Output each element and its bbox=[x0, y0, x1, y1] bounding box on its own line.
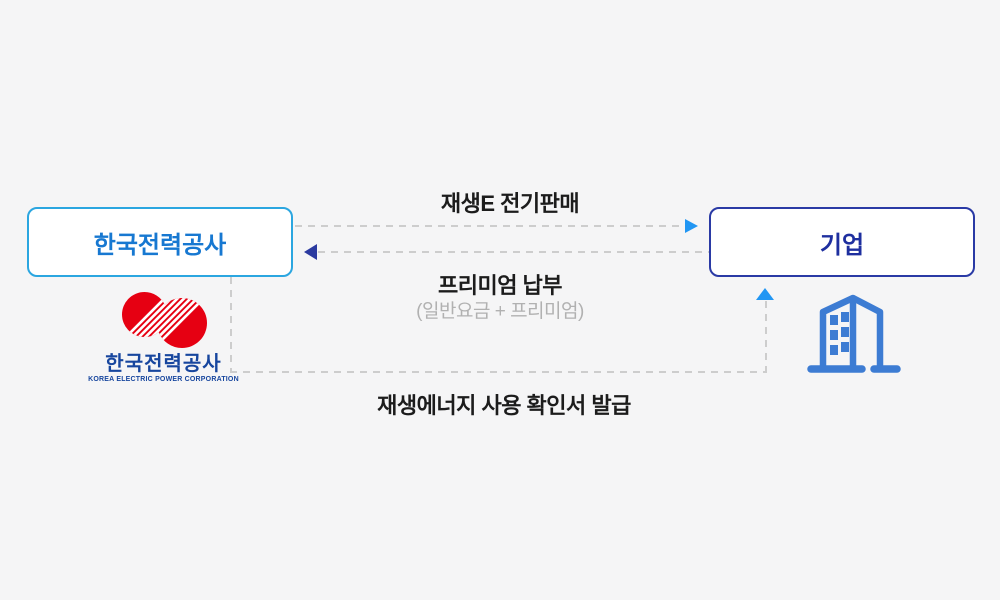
flow-certificate-label: 재생에너지 사용 확인서 발급 bbox=[377, 393, 631, 418]
flow-premium-sublabel: (일반요금 + 프리미엄) bbox=[416, 301, 584, 322]
kepco-logo-korean: 한국전력공사 bbox=[105, 353, 222, 375]
flow-certificate-line-bottom bbox=[230, 371, 767, 373]
kepco-symbol-icon bbox=[121, 292, 207, 348]
flow-premium-label: 프리미엄 납부 bbox=[437, 273, 563, 298]
flow-certificate-line-right bbox=[765, 301, 767, 371]
kepco-logo-english: KOREA ELECTRIC POWER CORPORATION bbox=[88, 376, 239, 383]
company-node-label: 기업 bbox=[819, 231, 865, 259]
company-node: 기업 bbox=[709, 207, 975, 277]
flow-certificate-line-left bbox=[230, 277, 232, 372]
kepco-node: 한국전력공사 bbox=[27, 207, 293, 277]
building-icon bbox=[807, 294, 901, 373]
flow-premium-line bbox=[318, 251, 709, 253]
arrow-right-icon bbox=[685, 219, 698, 233]
arrow-left-icon bbox=[304, 244, 317, 260]
arrow-up-icon bbox=[756, 288, 774, 300]
flow-sell-line bbox=[295, 225, 683, 227]
flow-sell-label: 재생E 전기판매 bbox=[440, 191, 580, 216]
kepco-node-label: 한국전력공사 bbox=[93, 231, 227, 259]
kepco-logo: 한국전력공사 KOREA ELECTRIC POWER CORPORATION bbox=[88, 287, 239, 383]
